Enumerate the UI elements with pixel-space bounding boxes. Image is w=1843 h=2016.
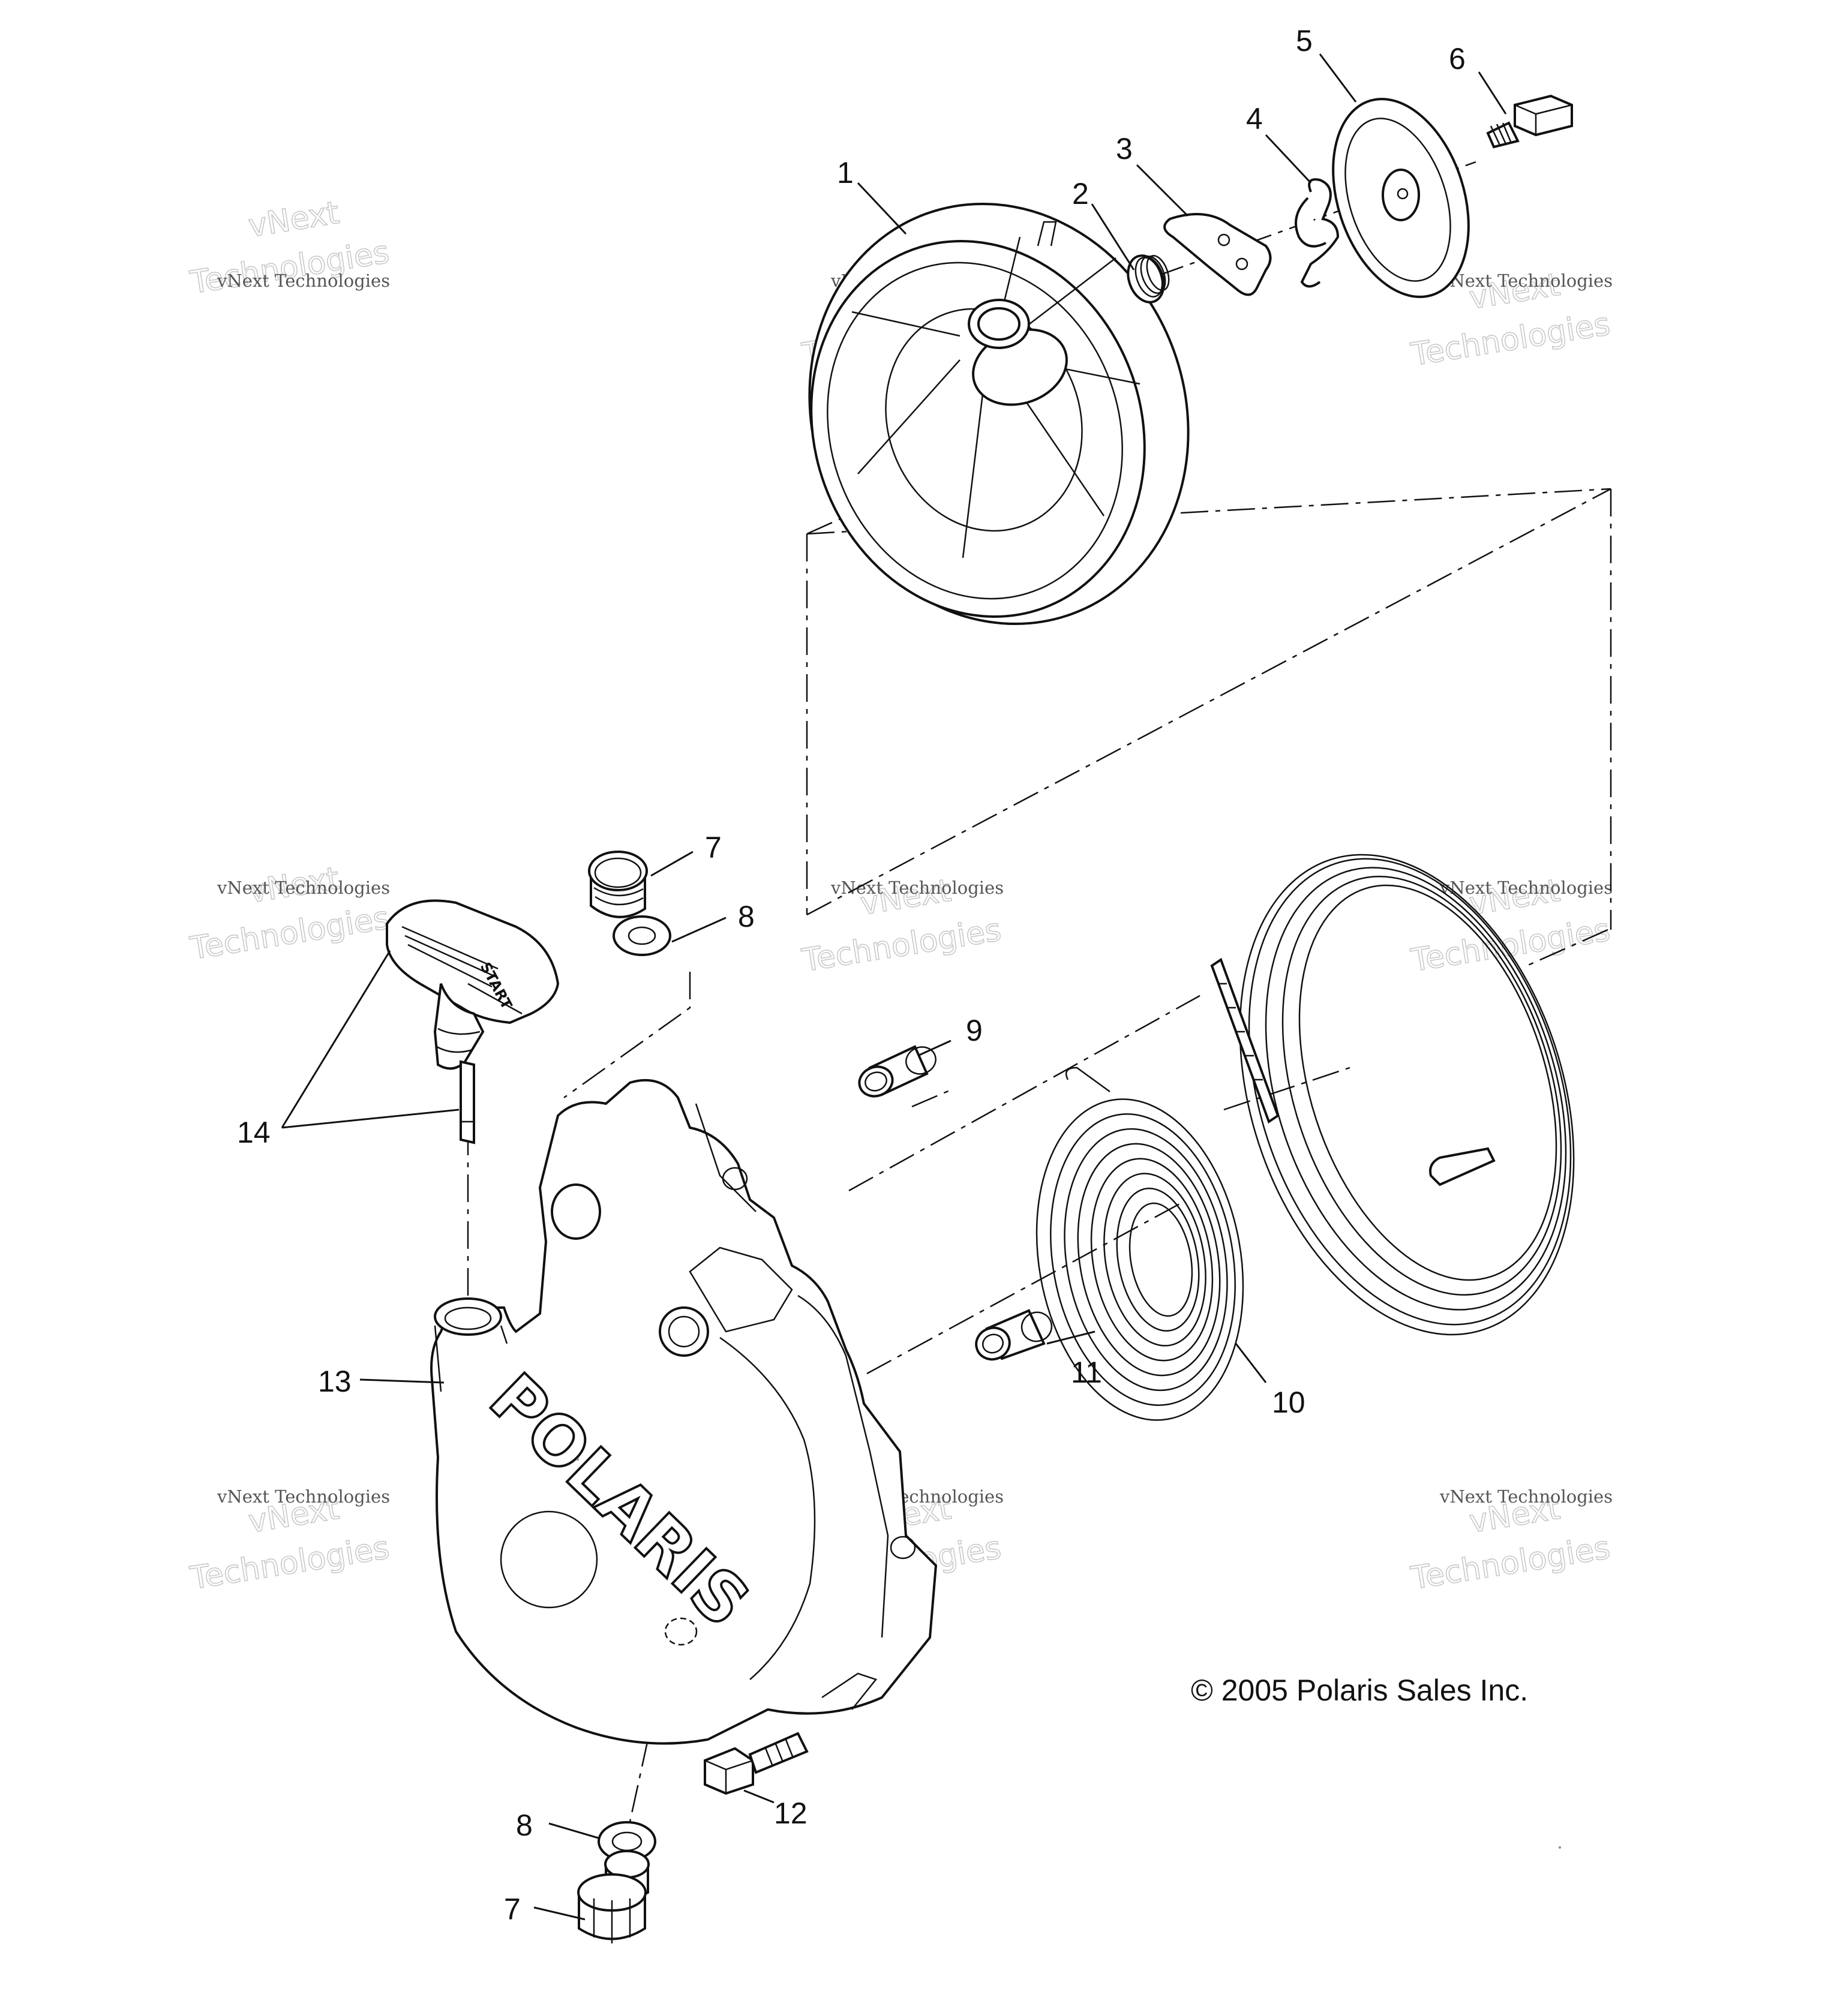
watermark-big-word: vNext bbox=[246, 195, 341, 245]
callout-labels: 1 2 3 4 5 6 7 8 9 10 11 12 13 14 8 7 bbox=[237, 24, 1466, 1926]
part-bushing bbox=[858, 1045, 936, 1098]
watermark-mid-left: vNext Technologies bbox=[187, 860, 392, 968]
callout-8-washer-bottom: 8 bbox=[516, 1808, 533, 1842]
watermark-small-text: vNext Technologies bbox=[217, 1486, 390, 1507]
scan-speck bbox=[1559, 1846, 1561, 1849]
part-sleeve bbox=[975, 1309, 1053, 1361]
scan-speck bbox=[577, 1458, 579, 1461]
callout-1: 1 bbox=[837, 156, 854, 190]
part-housing-bolt bbox=[704, 1732, 809, 1795]
callout-4: 4 bbox=[1246, 102, 1263, 136]
callout-11: 11 bbox=[1071, 1356, 1102, 1389]
part-sealing-washer-top bbox=[613, 915, 671, 956]
callout-10: 10 bbox=[1272, 1386, 1305, 1419]
part-recoil-housing: POLARIS bbox=[430, 1078, 938, 1745]
callout-3: 3 bbox=[1116, 132, 1133, 166]
callout-12: 12 bbox=[774, 1796, 808, 1830]
callout-14: 14 bbox=[237, 1116, 271, 1149]
watermark-small-text: vNext Technologies bbox=[1439, 878, 1613, 898]
callout-8-washer-top: 8 bbox=[738, 900, 755, 933]
callout-13: 13 bbox=[318, 1365, 352, 1398]
watermark-big-word: Technologies bbox=[188, 234, 392, 301]
watermark-small-text: vNext Technologies bbox=[217, 271, 390, 291]
callout-2: 2 bbox=[1072, 177, 1089, 211]
watermark-small-text: vNext Technologies bbox=[217, 878, 390, 898]
watermark-big-word: Technologies bbox=[800, 912, 1004, 979]
leader-lines bbox=[281, 53, 1507, 1921]
callout-7-oil-cap: 7 bbox=[705, 831, 722, 864]
watermark-big-word: Technologies bbox=[1409, 1530, 1613, 1597]
copyright-notice: © 2005 Polaris Sales Inc. bbox=[1191, 1674, 1528, 1707]
part-pulley bbox=[808, 202, 1190, 626]
part-center-bolt bbox=[1486, 94, 1573, 149]
part-oil-cap-top bbox=[588, 851, 648, 918]
watermark-big-word: Technologies bbox=[188, 900, 392, 967]
watermark-big-word: Technologies bbox=[1409, 306, 1613, 373]
watermark-small-text: vNext Technologies bbox=[1439, 1486, 1613, 1507]
part-start-handle: START bbox=[386, 899, 560, 1144]
callout-7-drain-plug: 7 bbox=[504, 1892, 521, 1926]
part-starter-rope bbox=[1210, 854, 1575, 1336]
callout-5: 5 bbox=[1296, 24, 1313, 58]
part-pawl-spring bbox=[1127, 254, 1170, 304]
part-recoil-spring bbox=[1035, 1066, 1244, 1421]
callout-6: 6 bbox=[1449, 42, 1466, 76]
part-drain-plug-bottom bbox=[577, 1850, 650, 1943]
watermark-small-text: vNext Technologies bbox=[1439, 271, 1613, 291]
part-friction-plate bbox=[1332, 98, 1470, 298]
part-retaining-clip bbox=[1295, 178, 1340, 288]
watermark-big-word: Technologies bbox=[1409, 912, 1613, 979]
part-pawl bbox=[1163, 213, 1272, 296]
watermark-big-word: Technologies bbox=[188, 1530, 392, 1597]
callout-9: 9 bbox=[966, 1014, 983, 1047]
